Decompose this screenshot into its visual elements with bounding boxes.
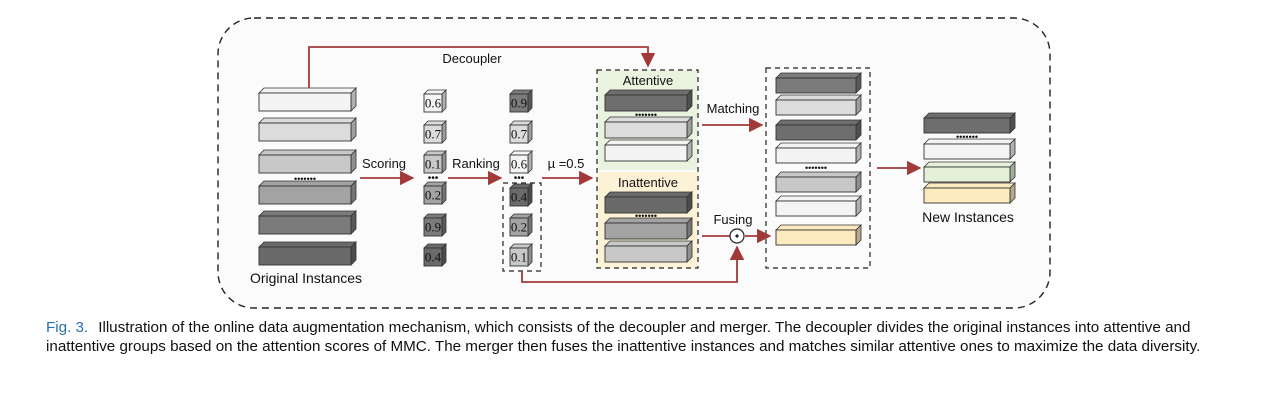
decoupler-arrow bbox=[308, 46, 656, 88]
score-cube bbox=[423, 181, 447, 205]
merged-instance-block bbox=[775, 94, 862, 116]
score-value: 0.7 bbox=[511, 127, 528, 142]
inattentive-instance-block bbox=[604, 191, 693, 214]
ellipsis-marker: ••••••• bbox=[635, 110, 657, 120]
attentive-inattentive-frame bbox=[596, 69, 699, 269]
inattentive-instance-block bbox=[604, 217, 693, 240]
score-cube bbox=[423, 150, 447, 174]
score-value: 0.4 bbox=[511, 190, 528, 205]
new-instance-block bbox=[923, 182, 1016, 204]
score-value: 0.9 bbox=[425, 220, 441, 235]
merged-instance-block bbox=[775, 171, 862, 193]
attentive-instances: ••••••• bbox=[604, 89, 693, 162]
inattentive-instances: ••••••• bbox=[604, 191, 693, 263]
ranking-label: Ranking bbox=[452, 156, 500, 171]
score-value: 0.4 bbox=[425, 250, 442, 265]
original-instances-label: Original Instances bbox=[250, 270, 362, 286]
attentive-label: Attentive bbox=[623, 73, 674, 88]
score-value: 0.1 bbox=[511, 250, 527, 265]
ellipsis-marker: ••••••• bbox=[294, 174, 316, 184]
original-instance-block bbox=[258, 117, 357, 142]
inattentive-label: Inattentive bbox=[618, 175, 678, 190]
score-cube bbox=[423, 120, 447, 144]
score-value: 0.7 bbox=[425, 127, 442, 142]
merged-instance-block bbox=[775, 224, 862, 246]
ranked-scores-column: 0.9 0.7 0.6••• 0.4 0.2 0.1 bbox=[509, 89, 533, 267]
merged-frame bbox=[765, 67, 871, 269]
ranked-score-cube bbox=[509, 120, 533, 144]
score-cube bbox=[423, 213, 447, 237]
score-value: 0.6 bbox=[425, 96, 442, 111]
scoring-label: Scoring bbox=[362, 156, 406, 171]
ellipsis-marker: ••••••• bbox=[805, 163, 827, 173]
attentive-instance-block bbox=[604, 89, 693, 112]
ellipsis-marker: ••• bbox=[428, 173, 439, 184]
fusing-label: Fusing bbox=[713, 212, 752, 227]
caption-text: Illustration of the online data augmenta… bbox=[46, 319, 1201, 355]
ranked-score-cube bbox=[509, 243, 533, 267]
scores-column: 0.6 0.7 0.1••• 0.2 0.9 0.4 bbox=[423, 89, 447, 267]
original-instance-block bbox=[258, 210, 357, 235]
ellipsis-marker: ••• bbox=[514, 173, 525, 184]
score-value: 0.1 bbox=[425, 157, 441, 172]
decoupler-label: Decoupler bbox=[442, 51, 502, 66]
low-score-feedback-arrow bbox=[521, 245, 745, 283]
inattentive-instance-block bbox=[604, 240, 693, 263]
ranked-score-cube bbox=[509, 213, 533, 237]
new-instance-block bbox=[923, 112, 1016, 134]
merged-instance-block bbox=[775, 195, 862, 217]
original-instance-block bbox=[258, 87, 357, 112]
score-value: 0.9 bbox=[511, 96, 527, 111]
score-cube bbox=[423, 243, 447, 267]
original-instance-block bbox=[258, 149, 357, 174]
matching-label: Matching bbox=[707, 101, 760, 116]
ranked-score-cube bbox=[509, 150, 533, 174]
ranked-score-cube bbox=[509, 89, 533, 113]
original-instances-column: ••••••• bbox=[258, 87, 357, 266]
attentive-instance-block bbox=[604, 139, 693, 162]
original-instance-block bbox=[258, 180, 357, 205]
figure-number: Fig. 3. bbox=[46, 319, 89, 336]
new-instances-column: ••••••• bbox=[923, 112, 1016, 204]
score-value: 0.6 bbox=[511, 157, 528, 172]
merged-instance-block bbox=[775, 72, 862, 94]
ranked-score-cube bbox=[509, 183, 533, 207]
merged-instances-column: ••••••• bbox=[775, 72, 862, 246]
merged-instance-block bbox=[775, 142, 862, 164]
original-instance-block bbox=[258, 241, 357, 266]
figure-diagram: ••••••• 0.60.70.1•••0.20.90.4 0.90.70.6•… bbox=[217, 17, 1051, 309]
new-instance-block bbox=[923, 161, 1016, 183]
score-value: 0.2 bbox=[425, 188, 441, 203]
ellipsis-marker: ••••••• bbox=[956, 132, 978, 142]
score-cube bbox=[423, 89, 447, 113]
score-value: 0.2 bbox=[511, 220, 527, 235]
figure-caption: Fig. 3.Illustration of the online data a… bbox=[46, 318, 1226, 356]
merged-instance-block bbox=[775, 119, 862, 141]
new-instance-block bbox=[923, 138, 1016, 160]
attentive-instance-block bbox=[604, 116, 693, 139]
ellipsis-marker: ••••••• bbox=[635, 211, 657, 221]
new-instances-label: New Instances bbox=[922, 209, 1014, 225]
fuse-operator-dot bbox=[735, 234, 739, 238]
mu-threshold-label: µ =0.5 bbox=[548, 156, 585, 171]
